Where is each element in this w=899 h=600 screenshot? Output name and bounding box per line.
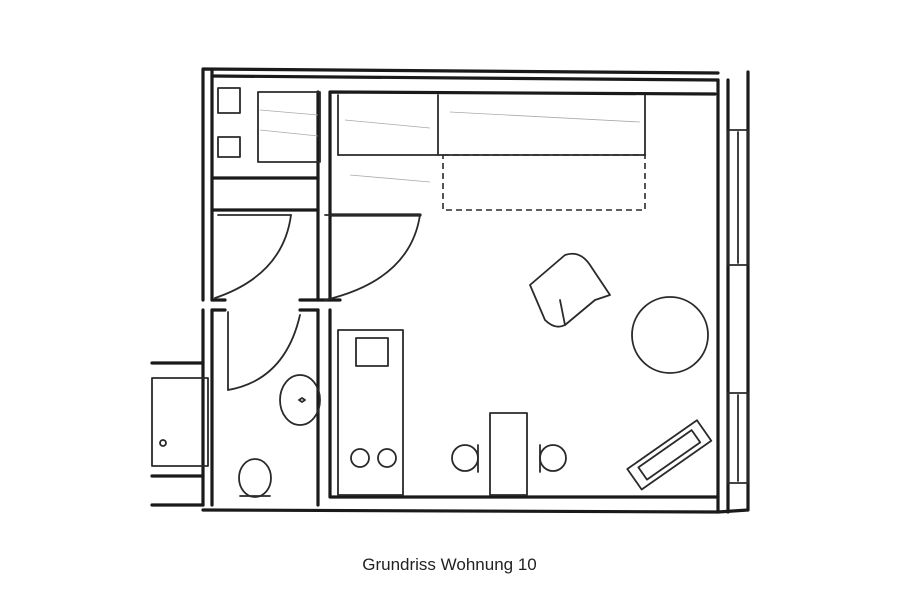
armchair <box>530 254 610 327</box>
sofa <box>627 420 711 489</box>
bathroom-door <box>228 312 300 390</box>
interior-walls <box>152 92 718 505</box>
bed <box>338 95 645 210</box>
round-table <box>632 297 708 373</box>
entrance-door <box>215 215 420 300</box>
kitchenette <box>338 330 403 495</box>
plan-caption: Grundriss Wohnung 10 <box>362 555 537 574</box>
floor-plan <box>0 0 899 530</box>
shelves <box>218 88 320 162</box>
exterior-walls <box>203 69 748 512</box>
windows <box>728 130 748 483</box>
bathroom-fixtures <box>152 375 320 497</box>
dining-area <box>452 413 566 495</box>
